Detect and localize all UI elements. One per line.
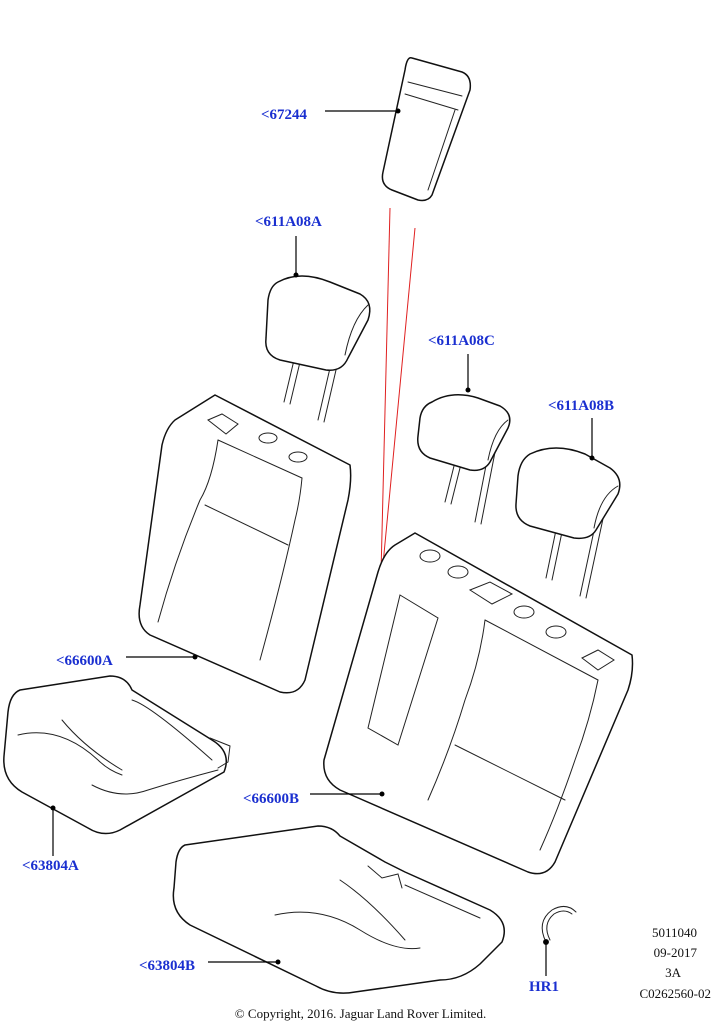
leader-lines: [50, 108, 595, 976]
reference-date: 09-2017: [653, 945, 697, 960]
part-611a08a-headrest[interactable]: [265, 275, 371, 423]
part-63804b-cushion[interactable]: [172, 825, 505, 994]
part-611a08c-headrest[interactable]: [417, 394, 511, 525]
callout-66600b[interactable]: <66600B: [243, 791, 300, 807]
part-611a08b-headrest[interactable]: [515, 447, 621, 599]
callout-63804b[interactable]: <63804B: [139, 958, 196, 974]
part-66600a-seat-back[interactable]: [138, 394, 352, 694]
callout-611a08c[interactable]: <611A08C: [428, 333, 495, 349]
callout-67244[interactable]: <67244: [261, 107, 308, 123]
callout-66600a[interactable]: <66600A: [56, 653, 113, 669]
callout-hr1[interactable]: HR1: [529, 979, 559, 995]
callout-611a08a[interactable]: <611A08A: [255, 214, 322, 230]
reference-rev: 3A: [665, 965, 681, 980]
reference-code: C0262560-02: [639, 986, 712, 1001]
part-63804a-cushion[interactable]: [3, 675, 231, 835]
part-66600b-seat-back[interactable]: [323, 532, 634, 875]
part-hr1-hook[interactable]: [541, 906, 577, 945]
reference-number: 5011040: [651, 925, 697, 940]
part-67244-armrest[interactable]: [381, 57, 472, 202]
copyright-notice: © Copyright, 2016. Jaguar Land Rover Lim…: [234, 1006, 487, 1021]
callout-63804a[interactable]: <63804A: [22, 858, 79, 874]
callout-611a08b[interactable]: <611A08B: [548, 398, 615, 414]
